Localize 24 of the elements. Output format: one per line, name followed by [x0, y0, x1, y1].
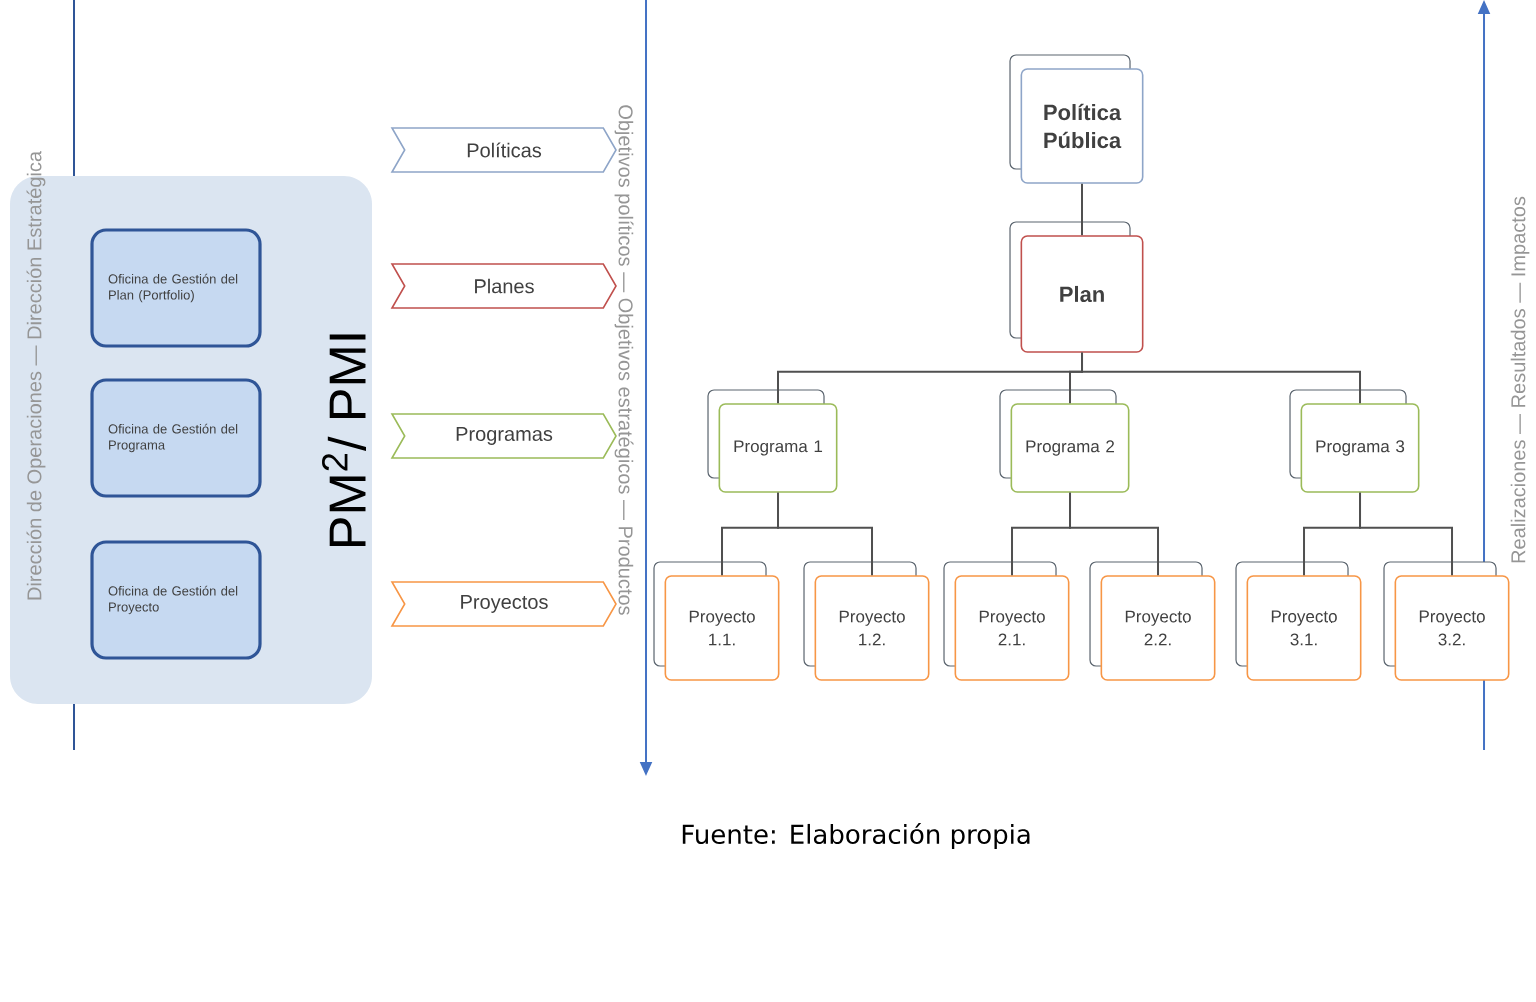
stacked-box: Proyecto 1.1. — [653, 561, 780, 681]
stacked-box: Política Pública — [1009, 54, 1144, 184]
connector — [1359, 491, 1453, 577]
stacked-box: Proyecto 2.2. — [1089, 561, 1216, 681]
chevron-tag: Programas — [390, 413, 617, 459]
stacked-box: Proyecto 3.2. — [1383, 561, 1510, 681]
connector — [777, 491, 873, 577]
stacked-box: Proyecto 1.2. — [803, 561, 930, 681]
stacked-box: Programa 2 — [999, 389, 1130, 493]
connector — [1081, 351, 1361, 405]
stacked-box: Programa 3 — [1289, 389, 1420, 493]
axis-label: Realizaciones — Resultados — Impactos — [1510, 196, 1530, 563]
connector — [1081, 182, 1083, 237]
chevron-tag: Planes — [390, 263, 617, 309]
chevron-tag: Proyectos — [390, 581, 617, 627]
stacked-box: Programa 1 — [707, 389, 838, 493]
axis-label: Objetivos políticos — Objetivos estratégicos — Productos — [614, 105, 634, 615]
stacked-box: Proyecto 3.1. — [1235, 561, 1362, 681]
stacked-box: Plan — [1009, 221, 1144, 353]
caption: Fuente: Elaboración propia — [682, 822, 1030, 850]
connector — [1069, 491, 1159, 577]
stacked-box: Proyecto 2.1. — [943, 561, 1070, 681]
axis-label: Dirección de Operaciones — Dirección Estratégica — [26, 150, 46, 600]
chevron-tag: Políticas — [390, 127, 617, 173]
